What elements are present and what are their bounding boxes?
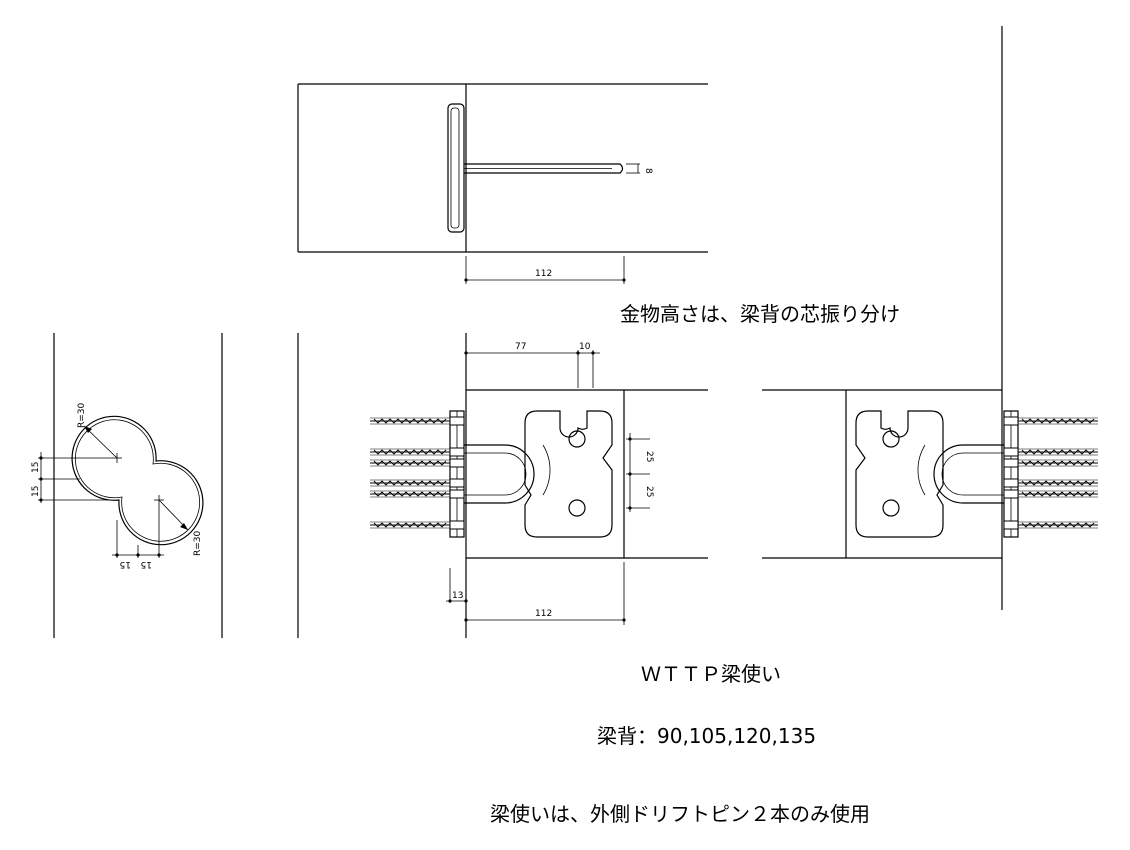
beam-depths: 梁背：90,105,120,135 <box>597 724 817 748</box>
dim-radius-lower: R=30 <box>193 530 203 556</box>
dim-top-thickness: 8 <box>643 168 653 174</box>
dim-edge-13: 13 <box>452 591 463 601</box>
product-title: ＷＴＴＰ梁使い <box>641 662 781 686</box>
dim-radius-upper: R=30 <box>77 402 87 428</box>
dim-offset-v2: 15 <box>31 486 41 497</box>
dim-main-length: 112 <box>535 609 552 619</box>
dim-offset-h1: 15 <box>120 559 131 569</box>
dim-spacing-b: 25 <box>644 486 654 497</box>
dim-spacing-a: 25 <box>644 451 654 462</box>
hole-detail: R=30 R=30 15 15 15 15 <box>31 333 299 638</box>
dim-gap-10: 10 <box>579 342 591 352</box>
dim-offset-77: 77 <box>515 342 526 352</box>
main-elevation-right <box>762 26 1099 610</box>
pin-note: 梁使いは、外側ドリフトピン２本のみ使用 <box>490 802 870 826</box>
dim-offset-h2: 15 <box>141 559 152 569</box>
main-elevation-left: 77 10 25 25 13 112 <box>369 333 708 638</box>
dim-offset-v1: 15 <box>31 462 41 473</box>
top-view: 8 112 <box>297 83 708 284</box>
height-note: 金物高さは、梁背の芯振り分け <box>620 302 900 326</box>
dim-top-length: 112 <box>535 269 552 279</box>
